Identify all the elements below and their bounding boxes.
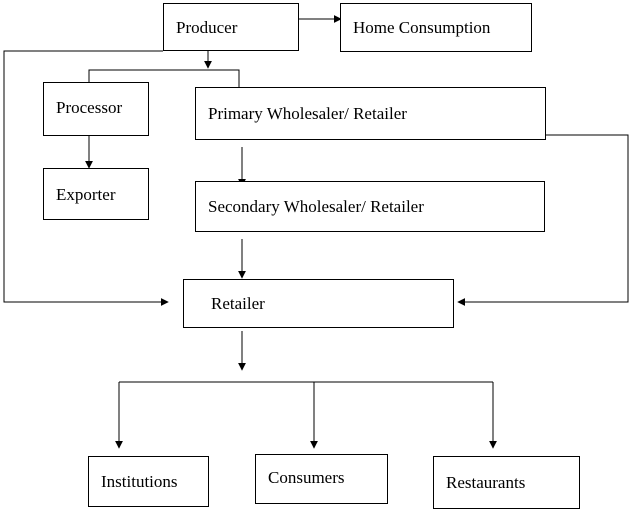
retailer-label: Retailer bbox=[211, 294, 265, 313]
consumers-box: Consumers bbox=[255, 454, 388, 504]
primary-wholesaler-label: Primary Wholesaler/ Retailer bbox=[208, 104, 407, 123]
exporter-box: Exporter bbox=[43, 168, 149, 220]
exporter-label: Exporter bbox=[56, 184, 116, 204]
primary-wholesaler-box: Primary Wholesaler/ Retailer bbox=[195, 87, 546, 140]
secondary-wholesaler-label: Secondary Wholesaler/ Retailer bbox=[208, 197, 424, 216]
edge-primary-to-retailer-bypass bbox=[457, 134, 629, 306]
restaurants-box: Restaurants bbox=[433, 456, 580, 509]
edge-split-to-processor-and-primary bbox=[88, 69, 240, 87]
home-consumption-box: Home Consumption bbox=[340, 3, 532, 52]
retailer-box: Retailer bbox=[183, 279, 454, 328]
consumers-label: Consumers bbox=[268, 467, 345, 487]
home-consumption-label: Home Consumption bbox=[353, 18, 491, 37]
institutions-label: Institutions bbox=[101, 472, 178, 491]
processor-box: Processor bbox=[43, 82, 149, 136]
restaurants-label: Restaurants bbox=[446, 473, 526, 492]
producer-box: Producer bbox=[163, 3, 299, 51]
secondary-wholesaler-box: Secondary Wholesaler/ Retailer bbox=[195, 181, 545, 232]
producer-label: Producer bbox=[176, 17, 238, 37]
institutions-box: Institutions bbox=[88, 456, 209, 507]
processor-label: Processor bbox=[56, 97, 123, 117]
edge-producer-to-retailer-bypass bbox=[3, 50, 169, 306]
